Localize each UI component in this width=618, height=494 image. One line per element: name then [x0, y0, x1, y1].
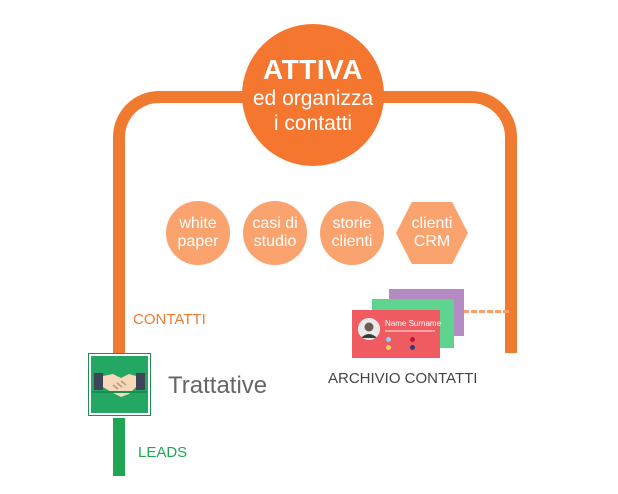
bubble-white-paper: white paper [166, 201, 230, 265]
green-stem [113, 418, 125, 476]
card-name: Name Surname [385, 319, 442, 328]
main-subtitle-line1: ed organizza [252, 87, 374, 110]
bubble-storie-clienti: storie clienti [320, 201, 384, 265]
main-subtitle-line2: i contatti [273, 112, 353, 135]
hexagon-line1: clienti [411, 215, 453, 232]
label-contatti: CONTATTI [133, 311, 206, 328]
label-leads: LEADS [138, 444, 188, 461]
bubble-line2: paper [177, 233, 219, 250]
bubble-line1: white [179, 215, 217, 232]
card-dot-icon [410, 337, 415, 342]
card-divider [385, 330, 435, 332]
orange-frame [113, 91, 517, 353]
main-circle: ATTIVA ed organizza i contatti [242, 24, 384, 166]
contact-card-front: Name Surname [352, 310, 442, 358]
hexagon-line2: CRM [413, 233, 451, 250]
handshake-icon [89, 354, 150, 415]
bubble-line2: clienti [331, 233, 373, 250]
bubble-line2: studio [253, 233, 297, 250]
avatar-icon [358, 318, 380, 340]
label-trattative: Trattative [168, 372, 268, 399]
card-dot-icon [386, 337, 391, 342]
bubble-line1: storie [332, 215, 372, 232]
bubble-line1: casi di [252, 215, 298, 232]
dashed-connector [463, 310, 509, 313]
hexagon-clienti-crm: clienti CRM [396, 202, 468, 264]
label-archivio-contatti: ARCHIVIO CONTATTI [328, 370, 478, 387]
main-title: ATTIVA [263, 54, 363, 85]
bubble-casi-di-studio: casi di studio [243, 201, 307, 265]
card-dot-icon [410, 345, 415, 350]
card-dot-icon [386, 345, 391, 350]
